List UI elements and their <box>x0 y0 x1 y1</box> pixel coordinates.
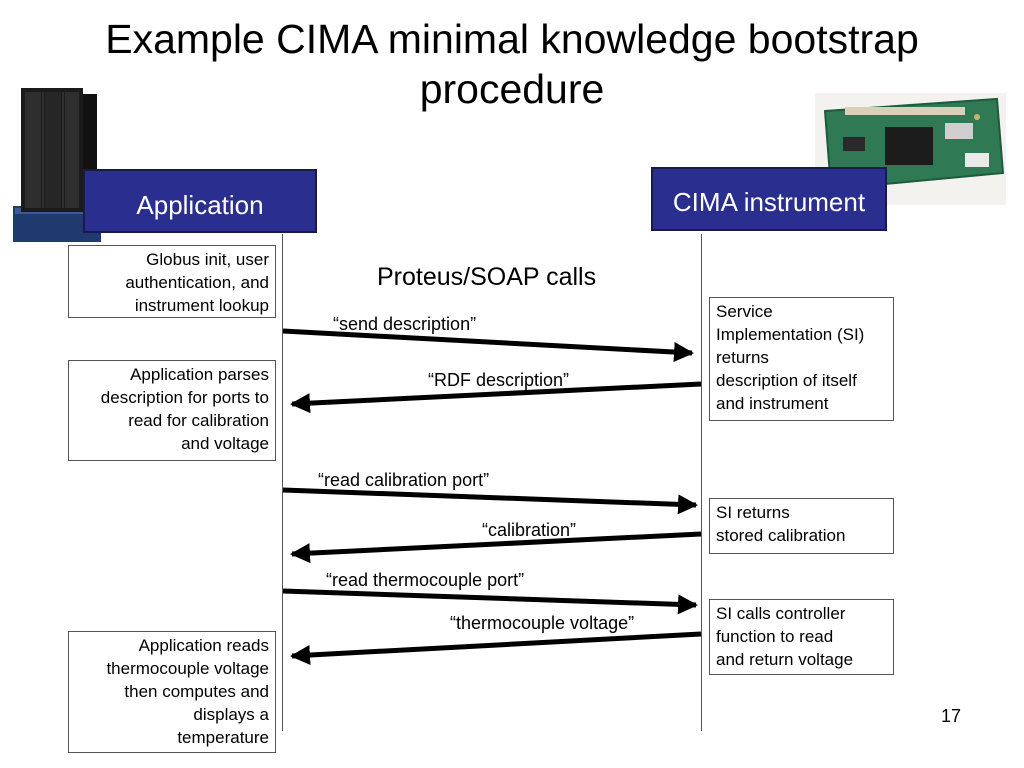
note-line: temperature <box>177 728 269 747</box>
note-line: Implementation (SI) <box>716 325 865 344</box>
note-line: description for ports to <box>100 388 269 407</box>
server-computer-image <box>13 88 101 242</box>
message-label-read-thermocouple-port: “read thermocouple port” <box>326 570 525 590</box>
note-line: and instrument <box>716 394 829 413</box>
note-line: then computes and <box>124 682 269 701</box>
note-line: SI calls controller <box>716 604 846 623</box>
note-globus-init: Globus init, user authentication, and in… <box>68 245 276 318</box>
note-line: authentication, and <box>125 273 269 292</box>
note-line: and return voltage <box>716 650 854 669</box>
arrow-calibration <box>290 531 702 564</box>
note-app-reads: Application reads thermocouple voltage t… <box>68 631 276 753</box>
note-app-parses: Application parses description for ports… <box>68 360 276 461</box>
note-line: read for calibration <box>128 411 269 430</box>
protocol-label: Proteus/SOAP calls <box>377 263 597 291</box>
message-label-send-description: “send description” <box>333 314 477 334</box>
note-line: returns <box>716 348 769 367</box>
application-header: Application <box>83 169 317 233</box>
message-label-calibration: “calibration” <box>482 520 577 540</box>
note-line: Application reads <box>138 636 269 655</box>
instrument-lifeline <box>701 234 702 731</box>
note-si-calls-controller: SI calls controller function to read and… <box>709 599 894 675</box>
message-label-read-calibration-port: “read calibration port” <box>318 470 490 490</box>
application-lifeline <box>282 234 283 731</box>
note-line: function to read <box>716 627 834 646</box>
slide-title-line-2: procedure <box>419 66 605 112</box>
note-line: thermocouple voltage <box>106 659 269 678</box>
note-line: SI returns <box>716 503 790 522</box>
arrow-rdf-description <box>290 381 702 414</box>
note-line: and voltage <box>181 434 269 453</box>
note-line: instrument lookup <box>134 296 269 315</box>
arrow-send-description <box>282 328 694 363</box>
note-line: description of itself <box>716 371 857 390</box>
note-line: Application parses <box>130 365 269 384</box>
note-line: displays a <box>193 705 269 724</box>
note-line: Service <box>716 302 773 321</box>
note-line: stored calibration <box>716 526 846 545</box>
arrow-thermocouple-voltage <box>290 631 702 666</box>
cima-instrument-header: CIMA instrument <box>651 167 887 231</box>
slide-title: Example CIMA minimal knowledge bootstrap… <box>20 14 1004 114</box>
note-si-returns-calibration: SI returns stored calibration <box>709 498 894 554</box>
message-label-rdf-description: “RDF description” <box>428 370 570 390</box>
arrow-read-calibration-port <box>282 487 698 515</box>
note-line: Globus init, user <box>146 250 269 269</box>
page-number: 17 <box>941 706 962 726</box>
message-label-thermocouple-voltage: “thermocouple voltage” <box>450 613 635 633</box>
arrow-read-thermocouple-port <box>282 588 698 615</box>
note-si-returns-description: Service Implementation (SI) returns desc… <box>709 297 894 421</box>
slide-title-line-1: Example CIMA minimal knowledge bootstrap <box>105 16 919 62</box>
